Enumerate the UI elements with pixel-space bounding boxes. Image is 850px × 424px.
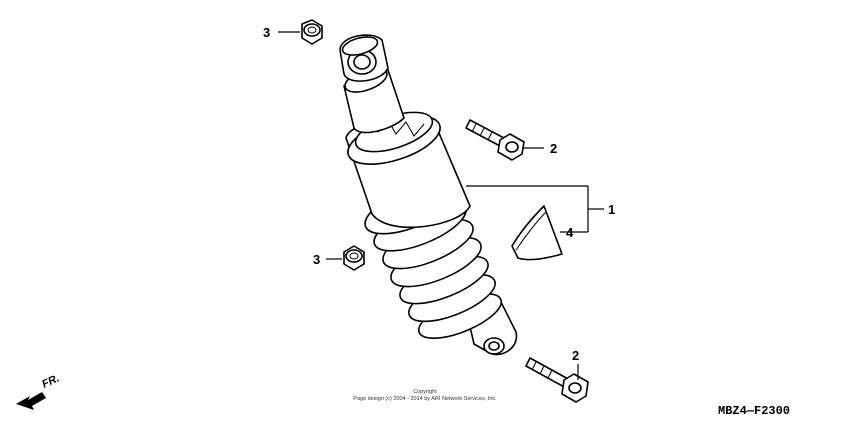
direction-label: FR. — [40, 372, 61, 390]
callout-4: 4 — [566, 225, 574, 240]
leader-lines — [278, 31, 604, 380]
callout-3-lower: 3 — [313, 252, 320, 267]
shock-absorber[interactable] — [339, 34, 518, 356]
arrow-icon — [16, 392, 46, 410]
bolt-upper[interactable] — [465, 119, 525, 161]
callout-2-lower: 2 — [572, 348, 579, 363]
callout-1: 1 — [608, 202, 615, 217]
bolt-lower[interactable] — [525, 357, 589, 403]
copyright-line-2: Page design (c) 2004 - 2014 by ARI Netwo… — [353, 396, 497, 402]
nut-lower[interactable] — [343, 245, 365, 271]
collar-part[interactable] — [511, 205, 563, 261]
callout-2-upper: 2 — [550, 141, 557, 156]
diagram-code: MBZ4—F2300 — [718, 404, 790, 418]
nut-upper[interactable] — [301, 19, 323, 45]
callout-3-upper: 3 — [263, 25, 270, 40]
front-direction-arrow: FR. — [16, 372, 61, 410]
copyright-line-1: Copyright — [413, 389, 437, 395]
